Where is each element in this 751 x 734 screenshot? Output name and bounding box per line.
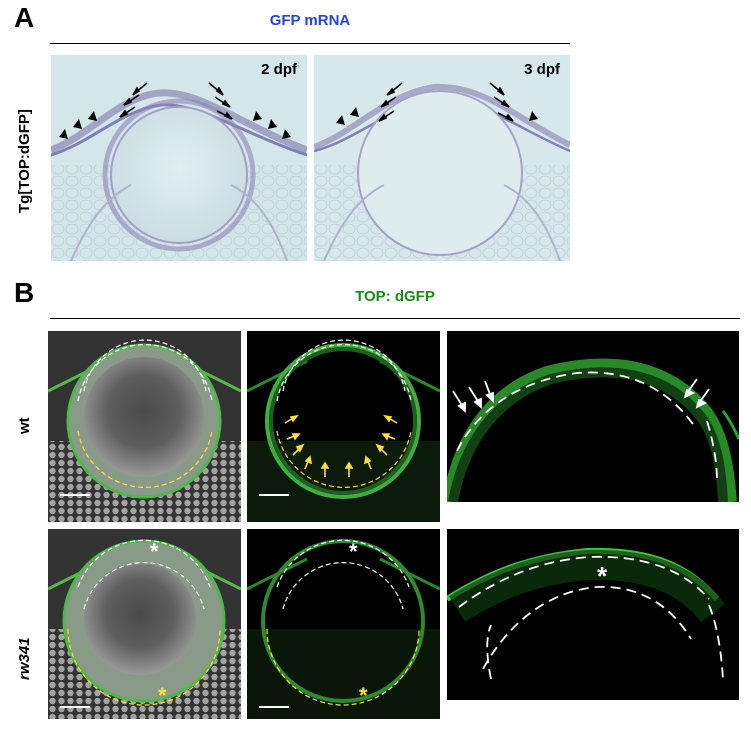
gfp-illustration-rw341 — [247, 529, 440, 719]
zoom-illustration-rw341 — [447, 529, 739, 700]
merge-image-rw341: * * — [48, 529, 241, 719]
ish-illustration-3dpf — [314, 55, 570, 261]
stage-label-2dpf: 2 dpf — [261, 61, 297, 78]
panel-a-rule — [50, 43, 570, 44]
ish-image-2dpf: 2 dpf — [51, 55, 307, 261]
asterisk-white-merge-rw341: * — [150, 539, 159, 564]
row-label-rw341: rw341 — [16, 637, 33, 680]
panel-a-header: GFP mRNA — [269, 12, 351, 29]
gfp-image-rw341: * * — [247, 529, 440, 719]
gfp-illustration-wt — [247, 331, 440, 522]
stage-label-3dpf: 3 dpf — [524, 61, 560, 78]
zoom-illustration-wt — [447, 331, 739, 502]
asterisk-white-zoom-rw341: * — [597, 561, 608, 591]
gfp-image-wt — [247, 331, 440, 522]
panel-b-letter: B — [14, 277, 35, 308]
merge-illustration-rw341 — [48, 529, 241, 719]
panel-a-letter: A — [14, 2, 35, 33]
merge-image-wt — [48, 331, 241, 522]
merge-illustration-wt — [48, 331, 241, 522]
zoom-image-rw341: * — [447, 529, 739, 700]
asterisk-yellow-merge-rw341: * — [158, 683, 167, 708]
panel-b-rule — [50, 318, 740, 319]
ish-image-3dpf: 3 dpf — [314, 55, 570, 261]
row-label-wt: wt — [16, 417, 33, 434]
zoom-image-wt — [447, 331, 739, 502]
asterisk-white-gfp-rw341: * — [349, 539, 358, 564]
panel-b-header: TOP: dGFP — [355, 288, 435, 305]
panel-a-row-label: Tg[TOP:dGFP] — [16, 109, 33, 213]
ish-illustration-2dpf — [51, 55, 307, 261]
asterisk-yellow-gfp-rw341: * — [359, 683, 368, 708]
